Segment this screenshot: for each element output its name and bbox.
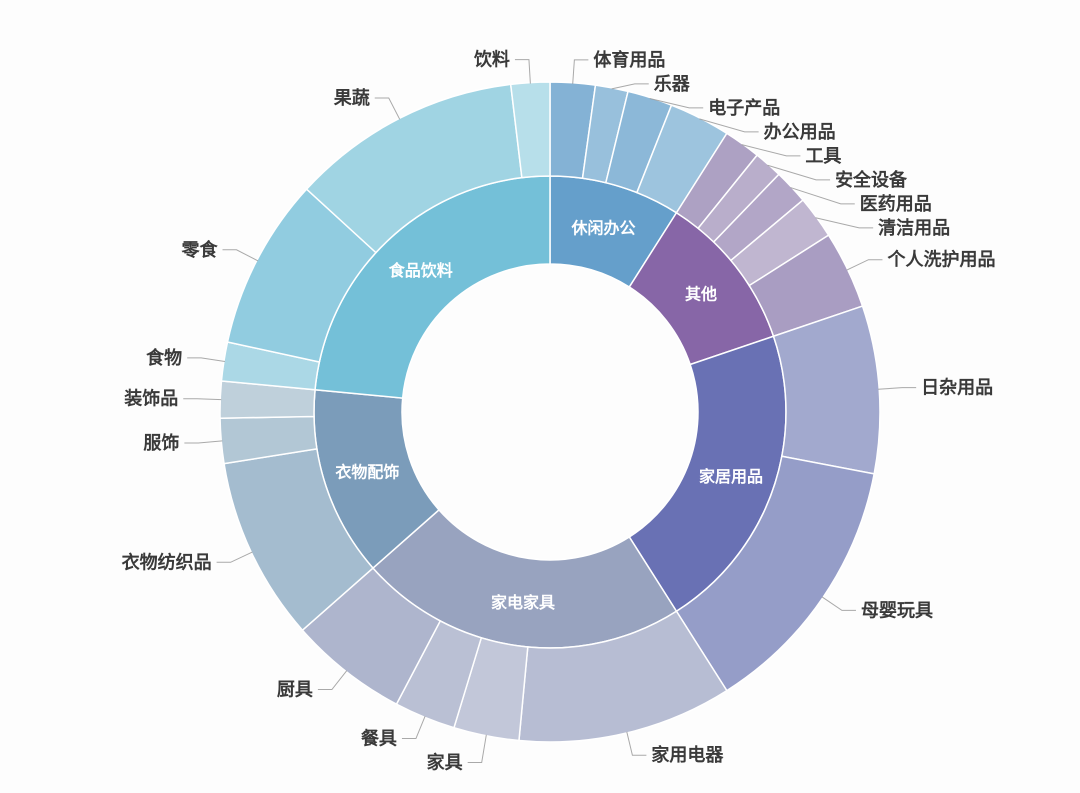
label-leader-line [611,83,649,90]
inner-ring-label: 休闲办公 [571,219,636,238]
label-leader-line [183,398,222,401]
label-leader-line [790,187,855,205]
outer-ring-segment [509,81,551,179]
label-leader-line [815,217,874,229]
inner-ring-label: 衣物配饰 [335,462,399,481]
label-leader-line [216,551,253,563]
label-leader-line [846,259,883,271]
outer-ring-label: 体育用品 [593,49,665,70]
outer-ring-label: 日杂用品 [921,378,993,398]
label-leader-line [767,164,831,181]
outer-ring-label: 医药用品 [860,193,932,214]
label-leader-line [184,440,223,444]
label-leader-line [317,670,348,691]
label-leader-line [626,731,647,756]
label-leader-line [821,596,856,611]
outer-ring-label: 电子产品 [708,97,780,118]
label-leader-line [572,59,589,84]
label-leader-line [741,144,801,157]
outer-ring-label: 办公用品 [764,121,836,142]
label-leader-line [187,357,225,363]
label-leader-line [222,249,259,262]
label-leader-line [401,716,426,740]
outer-ring-label: 清洁用品 [878,217,950,238]
outer-ring-label: 母婴玩具 [861,600,933,620]
label-leader-line [467,734,487,764]
outer-ring-label: 工具 [805,146,841,166]
inner-ring-label: 家电家具 [491,593,555,612]
outer-ring-segment [772,305,881,475]
outer-ring-label: 食物 [145,347,182,368]
outer-ring-label: 饮料 [473,49,510,70]
label-leader-line [878,387,917,390]
outer-ring-label: 安全设备 [835,169,908,190]
outer-ring-label: 厨具 [277,680,313,700]
label-leader-line [514,59,531,84]
outer-ring-label: 家具 [427,752,463,773]
label-leader-line [374,97,401,120]
outer-ring-label: 乐器 [654,74,691,94]
label-leader-line [649,97,704,109]
outer-ring-label: 装饰品 [124,388,178,409]
outer-ring-label: 果蔬 [333,88,370,108]
label-leader-line [699,118,759,133]
outer-ring-label: 衣物纺织品 [122,551,212,572]
inner-ring-label: 食品饮料 [388,261,453,280]
outer-ring-label: 餐具 [360,728,397,749]
outer-ring-label: 服饰 [143,432,179,453]
outer-ring-label: 个人洗护用品 [886,249,995,270]
inner-ring-label: 其他 [685,284,717,303]
outer-ring-label: 家用电器 [651,744,724,765]
inner-ring-label: 家居用品 [699,467,763,486]
outer-ring-label: 零食 [180,239,218,260]
